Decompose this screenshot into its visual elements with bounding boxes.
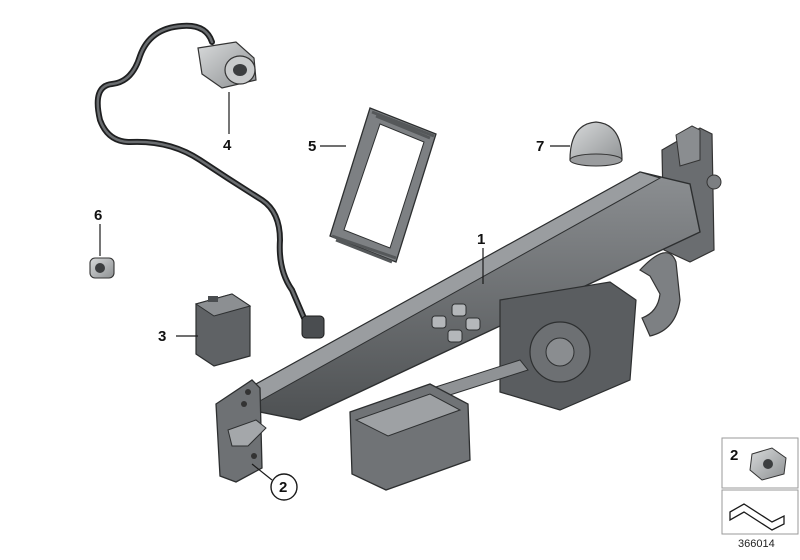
catalog-number: 366014 [738,538,775,550]
legend-part-2: 2 [721,437,799,489]
callout-6: 6 [94,207,102,224]
cover-frame [329,107,437,264]
callout-3: 3 [158,328,166,345]
lock-cylinder [197,41,257,89]
plug-part [89,257,115,279]
callout-4: 4 [223,137,232,154]
callout-2-circle: 2 [270,473,298,501]
callout-2: 2 [279,479,287,496]
tow-hitch-crossmember [215,125,722,491]
legend-generic-symbol [721,489,799,535]
control-module [194,293,252,367]
legend-callout-2: 2 [730,447,738,464]
leader-lines [99,92,570,481]
legend-symbol-icon [729,503,785,531]
ball-cap [569,121,623,167]
callout-7: 7 [536,138,544,155]
wiring-harness [94,22,325,339]
callout-5: 5 [308,138,316,155]
callout-1: 1 [477,231,485,248]
